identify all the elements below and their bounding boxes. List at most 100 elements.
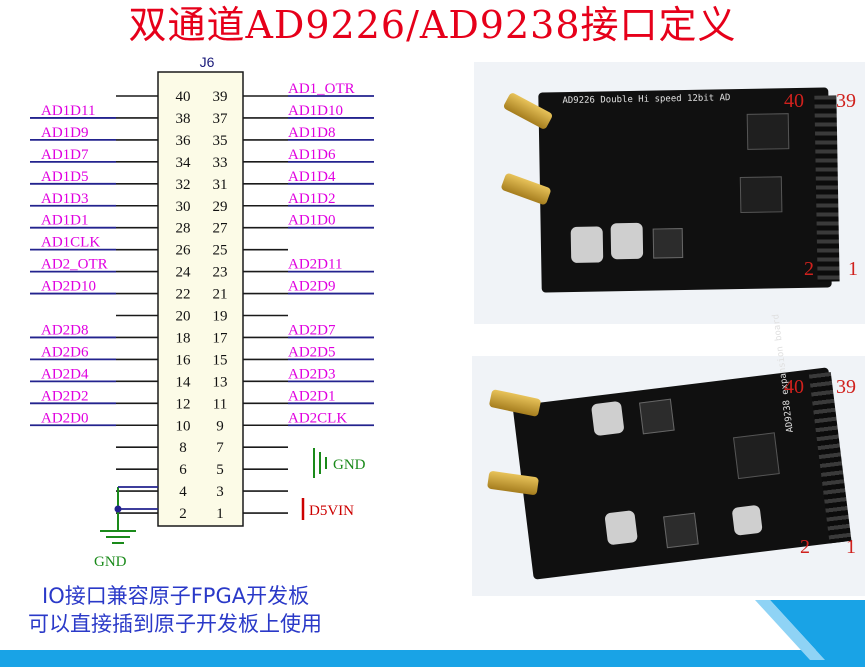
- pin-number-right: 39: [213, 89, 228, 105]
- signal-label-right: AD2D1: [288, 388, 336, 404]
- ground-symbol-right: [313, 448, 327, 478]
- pin-label-2-bottom: 2: [800, 536, 810, 558]
- connector-row: 32 31 AD1D5 AD1D4: [30, 169, 374, 193]
- pin-number-left: 18: [176, 330, 191, 346]
- inductor-bottom-1: [639, 398, 675, 435]
- pin-number-left: 2: [179, 506, 187, 522]
- connector-row: 12 11 AD2D2 AD2D1: [30, 388, 374, 412]
- connector-row: 36 35 AD1D9 AD1D8: [30, 125, 374, 149]
- pin-number-right: 31: [213, 177, 228, 193]
- signal-label-left: AD1D5: [41, 169, 89, 185]
- pin-number-right: 23: [213, 265, 228, 281]
- signal-label-right: AD2D7: [288, 322, 336, 338]
- capacitor-bottom-1: [590, 400, 625, 437]
- connector-body: [157, 71, 244, 527]
- pin-label-1-top: 1: [848, 258, 858, 280]
- pin-number-left: 38: [176, 111, 191, 127]
- signal-label-right: AD1D0: [288, 213, 336, 229]
- signal-label-left: AD1D1: [41, 213, 89, 229]
- signal-label-left: AD2D0: [41, 410, 89, 426]
- pin-number-right: 29: [213, 199, 228, 215]
- signal-label-right: AD2D3: [288, 366, 336, 382]
- ground-label-left: GND: [94, 554, 127, 570]
- signal-label-left: AD2D8: [41, 322, 89, 338]
- pin-label-2-top: 2: [804, 258, 814, 280]
- pin-number-right: 11: [213, 396, 227, 412]
- ground-symbol-left: [100, 487, 136, 544]
- page-title: 双通道AD9226/AD9238接口定义: [128, 3, 737, 47]
- signal-label-left: AD1D7: [41, 147, 89, 163]
- footer-band: [0, 650, 865, 667]
- pin-label-40-bottom: 40: [784, 376, 804, 398]
- signal-label-right: AD2D9: [288, 279, 336, 295]
- footer-diagonal: [755, 600, 865, 660]
- capacitor-bottom-3: [731, 504, 763, 536]
- pin-number-right: 15: [213, 352, 228, 368]
- pin-number-right: 19: [213, 309, 228, 325]
- signal-label-left: AD2D4: [41, 366, 89, 382]
- compat-note-line1: IO接口兼容原子FPGA开发板: [42, 584, 310, 608]
- pin-label-40-top: 40: [784, 90, 804, 112]
- signal-label-left: AD2D6: [41, 344, 89, 360]
- junction-dot: [114, 505, 122, 513]
- silk-text-bottom: AD9238 expansion board: [771, 313, 796, 433]
- pin-number-left: 12: [176, 396, 191, 412]
- pin-number-left: 4: [179, 484, 187, 500]
- board-photo-top: AD9226 Double Hi speed 12bit AD 40 39 2 …: [474, 62, 865, 324]
- connector-row: 24 23 AD2_OTR AD2D11: [30, 257, 374, 281]
- pin-number-left: 26: [176, 243, 192, 259]
- pin-number-right: 3: [216, 484, 224, 500]
- compat-note-line2: 可以直接插到原子开发板上使用: [28, 612, 322, 636]
- pin-number-left: 40: [176, 89, 191, 105]
- pin-number-right: 5: [216, 462, 224, 478]
- pin-number-right: 7: [216, 440, 224, 456]
- pin-number-left: 24: [176, 265, 192, 281]
- pin-number-right: 27: [213, 221, 229, 237]
- header-strip-top: [814, 95, 840, 282]
- signal-label-right: AD1D4: [288, 169, 336, 185]
- pin-number-right: 35: [213, 133, 228, 149]
- chip-top-2: [739, 176, 783, 214]
- pin-number-left: 20: [176, 309, 191, 325]
- connector-row: 40 39 AD1_OTR: [116, 81, 374, 105]
- signal-label-right: AD1D6: [288, 147, 336, 163]
- pin-number-right: 17: [213, 330, 229, 346]
- pcb-top: AD9226 Double Hi speed 12bit AD: [538, 87, 840, 293]
- pin-label-39-bottom: 39: [836, 376, 856, 398]
- silk-text-top: AD9226 Double Hi speed 12bit AD: [562, 93, 731, 107]
- signal-label-left: AD2D2: [41, 388, 89, 404]
- pin-number-right: 33: [213, 155, 228, 171]
- inductor-top: [652, 228, 684, 259]
- pin-number-left: 34: [176, 155, 192, 171]
- signal-label-left: AD2_OTR: [41, 257, 108, 273]
- signal-label-right: AD1D8: [288, 125, 336, 141]
- ground-label-right: GND: [333, 457, 366, 473]
- pin-number-left: 14: [176, 374, 192, 390]
- signal-label-right: AD2D11: [288, 257, 342, 273]
- signal-label-left: AD1D3: [41, 191, 89, 207]
- pin-number-left: 28: [176, 221, 191, 237]
- signal-label-left: AD1CLK: [41, 235, 100, 251]
- pin-number-left: 8: [179, 440, 187, 456]
- capacitor-top-1: [570, 226, 604, 263]
- pin-number-left: 36: [176, 133, 192, 149]
- pin-number-left: 32: [176, 177, 191, 193]
- pin-number-left: 22: [176, 287, 191, 303]
- chip-top-1: [746, 113, 790, 150]
- power-label: D5VIN: [309, 503, 354, 519]
- pin-number-right: 37: [213, 111, 229, 127]
- pin-number-right: 1: [216, 506, 224, 522]
- signal-label-left: AD1D9: [41, 125, 89, 141]
- pin-number-left: 10: [176, 418, 191, 434]
- signal-label-right: AD1_OTR: [288, 81, 355, 97]
